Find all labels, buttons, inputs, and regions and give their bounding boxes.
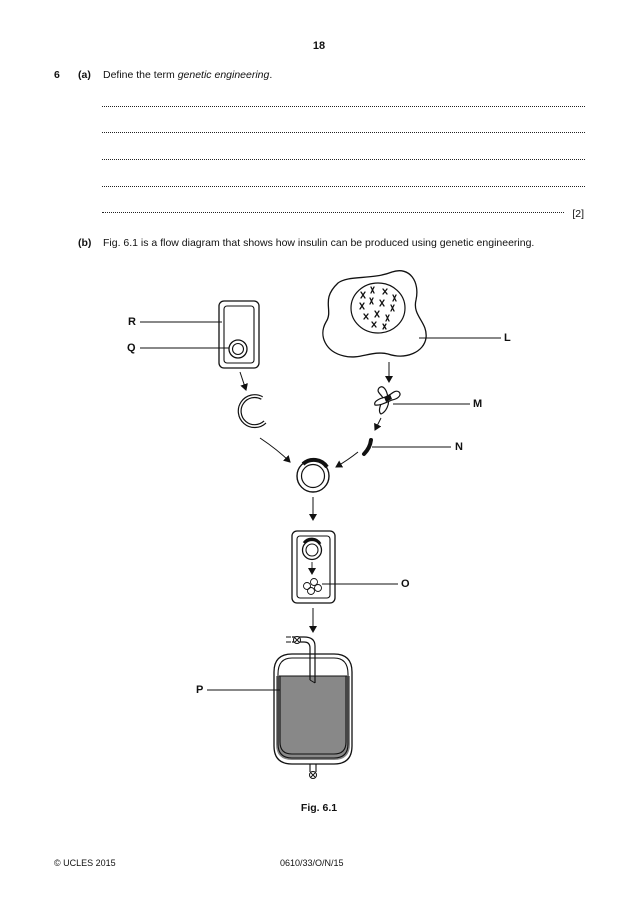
plasmid bbox=[228, 339, 248, 359]
label-p: P bbox=[196, 684, 204, 696]
part-a-term: genetic engineering bbox=[177, 69, 270, 81]
cut-plasmid bbox=[237, 394, 267, 429]
insulin-protein bbox=[303, 578, 322, 595]
question-number: 6 bbox=[54, 69, 60, 81]
answer-line-3[interactable] bbox=[102, 153, 585, 160]
label-m: M bbox=[473, 398, 483, 410]
answer-line-4[interactable] bbox=[102, 180, 585, 187]
part-a-question: Define the term genetic engineering. bbox=[103, 69, 272, 81]
answer-line-5[interactable] bbox=[102, 206, 564, 213]
arrow-gene-to-recombinant bbox=[335, 451, 359, 468]
arrow-plasmid-to-recombinant bbox=[259, 437, 291, 463]
part-a-label: (a) bbox=[78, 69, 91, 81]
arrow-gene-cut bbox=[374, 417, 382, 431]
part-b-label: (b) bbox=[78, 237, 92, 249]
label-r: R bbox=[128, 316, 136, 328]
answer-line-1[interactable] bbox=[102, 100, 585, 107]
transformed-bacterium bbox=[291, 530, 336, 604]
gene-fragment bbox=[362, 438, 373, 456]
label-n: N bbox=[455, 441, 463, 453]
arrow-plasmid-extracted bbox=[239, 371, 248, 391]
page-number: 18 bbox=[312, 40, 326, 52]
footer-paper-code: 0610/33/O/N/15 bbox=[280, 858, 344, 868]
part-a-text-suffix: . bbox=[269, 69, 273, 81]
label-q: Q bbox=[127, 342, 136, 354]
nucleus-with-chromosomes bbox=[350, 282, 406, 334]
part-a-text-prefix: Define the term bbox=[103, 69, 178, 81]
recombinant-plasmid bbox=[296, 457, 330, 493]
footer-copyright: © UCLES 2015 bbox=[54, 858, 116, 868]
label-o: O bbox=[401, 578, 410, 590]
label-l: L bbox=[504, 332, 511, 344]
chromosome bbox=[374, 386, 401, 415]
answer-line-2[interactable] bbox=[102, 126, 585, 133]
part-b-text: Fig. 6.1 is a flow diagram that shows ho… bbox=[103, 237, 535, 249]
marks-allocation: [2] bbox=[572, 208, 584, 220]
fermenter bbox=[273, 636, 353, 779]
figure-caption: Fig. 6.1 bbox=[300, 802, 338, 814]
